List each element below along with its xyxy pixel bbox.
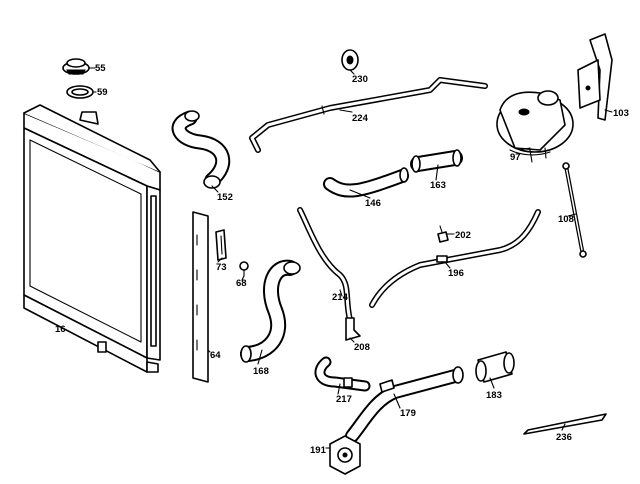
radiator-cap xyxy=(62,58,90,75)
tank-bracket xyxy=(577,33,613,121)
upper-hose xyxy=(171,110,231,189)
screw-68 xyxy=(239,261,249,277)
radiator-core-fins xyxy=(29,139,142,343)
callout-16: 16 xyxy=(55,324,66,335)
support-rod xyxy=(562,162,587,258)
callout-152: 152 xyxy=(217,192,233,203)
callout-97: 97 xyxy=(510,152,521,163)
callout-68: 68 xyxy=(236,278,247,289)
callout-64: 64 xyxy=(210,350,221,361)
small-hose-217 xyxy=(314,356,371,392)
lower-hose xyxy=(240,259,301,363)
callout-208: 208 xyxy=(354,342,370,353)
callout-108: 108 xyxy=(558,214,574,225)
bracket-208 xyxy=(345,317,361,341)
clip-73 xyxy=(215,229,227,261)
callout-59: 59 xyxy=(97,87,108,98)
pipe-179 xyxy=(345,366,464,443)
callout-73: 73 xyxy=(216,262,227,273)
thermostat-housing xyxy=(329,435,361,475)
cap-seal xyxy=(66,85,94,99)
grommet xyxy=(341,49,359,71)
callout-196: 196 xyxy=(448,268,464,279)
callout-146: 146 xyxy=(365,198,381,209)
callout-168: 168 xyxy=(253,366,269,377)
callout-202: 202 xyxy=(455,230,471,241)
callout-183: 183 xyxy=(486,390,502,401)
callout-179: 179 xyxy=(400,408,416,419)
part-number-callouts: 16 55 59 152 230 224 97 103 146 163 108 … xyxy=(55,63,629,456)
coolant-pipe-214 xyxy=(297,207,353,323)
expansion-tank xyxy=(496,90,574,163)
hose-146 xyxy=(323,167,409,198)
callout-230: 230 xyxy=(352,74,368,85)
callout-217: 217 xyxy=(336,394,352,405)
coupler-183 xyxy=(475,351,515,383)
callout-163: 163 xyxy=(430,180,446,191)
callout-103: 103 xyxy=(613,108,629,119)
clip-202 xyxy=(437,225,449,243)
overflow-pipe xyxy=(249,77,488,153)
callout-236: 236 xyxy=(556,432,572,443)
callout-55: 55 xyxy=(95,63,106,74)
callout-191: 191 xyxy=(310,445,327,456)
coolant-pipe-196 xyxy=(369,209,541,308)
radiator xyxy=(23,104,161,373)
leader-lines xyxy=(88,67,613,449)
callout-214: 214 xyxy=(332,292,349,303)
baffle-strip xyxy=(192,211,209,383)
callout-224: 224 xyxy=(352,113,369,124)
hose-163 xyxy=(410,149,463,173)
